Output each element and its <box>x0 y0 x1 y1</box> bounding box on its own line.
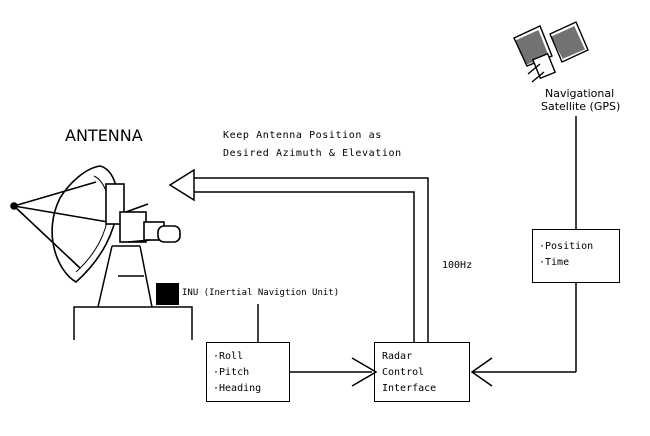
inu-block <box>156 283 179 305</box>
gps-data-time: ·Time <box>539 257 570 268</box>
antenna-label: ANTENNA <box>65 126 143 145</box>
inu-label: INU (Inertial Navigtion Unit) <box>182 288 340 298</box>
inu-data-roll: ·Roll <box>213 351 244 362</box>
inu-data-box: ·Roll ·Pitch ·Heading <box>206 342 290 402</box>
satellite-label-line2: Satellite (GPS) <box>541 100 621 113</box>
radar-control-interface-box: Radar Control Interface <box>374 342 470 402</box>
antenna-pedestal <box>73 245 193 340</box>
antenna-dish <box>10 165 181 283</box>
gps-data-box: ·Position ·Time <box>532 229 620 283</box>
connector-lines <box>194 116 577 373</box>
instruction-line1: Keep Antenna Position as <box>223 130 382 141</box>
control-arrowhead <box>168 168 195 202</box>
rate-label: 100Hz <box>442 260 473 271</box>
radar-line-1: Radar <box>382 351 413 362</box>
instruction-line2: Desired Azimuth & Elevation <box>223 148 402 159</box>
inu-data-heading: ·Heading <box>213 383 262 394</box>
satellite-label-line1: Navigational <box>545 87 615 100</box>
inu-data-pitch: ·Pitch <box>213 367 250 378</box>
gps-data-position: ·Position <box>539 241 594 252</box>
input-arrowheads <box>351 357 493 387</box>
satellite-icon <box>513 21 589 83</box>
radar-line-3: Interface <box>382 383 437 394</box>
radar-line-2: Control <box>382 367 425 378</box>
